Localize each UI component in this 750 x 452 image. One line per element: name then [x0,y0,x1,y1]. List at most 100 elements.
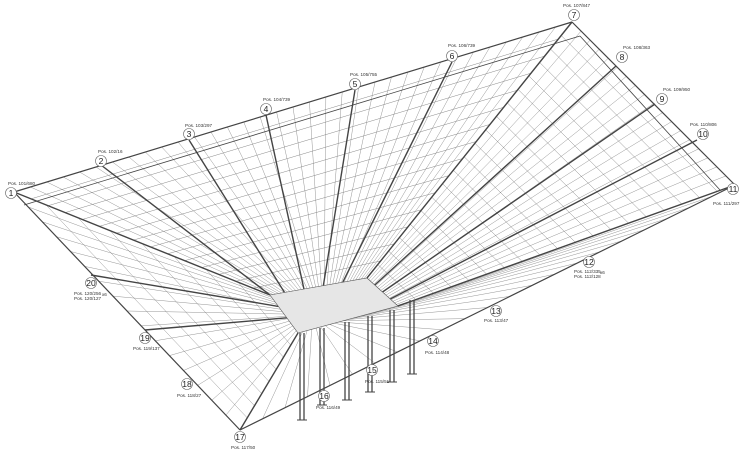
svg-text:Pos. 104/739: Pos. 104/739 [263,97,291,102]
main-beam [389,139,698,300]
svg-text:20: 20 [86,278,96,288]
purlin [352,46,491,281]
purlin [309,101,322,287]
purlin [332,81,376,285]
purlin [307,329,312,397]
svg-text:10: 10 [698,129,708,139]
purlin [375,67,618,286]
rafter-line [205,269,284,358]
rafter-line [167,175,450,255]
purlin [391,148,699,300]
main-beam [188,139,286,293]
main-beam [239,332,299,431]
rafter-line [150,158,463,248]
rafter-line [485,129,594,237]
svg-text:4: 4 [264,104,269,114]
position-marker-5: 5 Pos. 105/755 [349,72,378,90]
main-beam [366,21,573,279]
purlin [394,166,717,304]
main-beam [322,89,356,286]
rafter-line [141,243,270,382]
svg-text:Pos. 107/847: Pos. 107/847 [563,3,591,8]
purlin [329,324,398,353]
svg-text:14: 14 [428,336,438,346]
purlin [370,251,601,314]
purlin [30,186,273,295]
rafter-line [184,192,436,261]
rafter-line [252,260,381,289]
purlin [341,66,425,283]
svg-text:5: 5 [353,79,358,89]
svg-text:x6: x6 [102,292,107,297]
rafter-line [528,75,665,211]
purlin [338,71,409,284]
roof-edge [13,21,573,193]
svg-text:Pos. 108/363: Pos. 108/363 [623,45,651,50]
position-marker-14: 14 Pos. 114/48 [425,335,450,355]
rafter-line [235,243,395,282]
main-beam [144,317,287,331]
svg-text:Pos. 118/27: Pos. 118/27 [177,393,202,398]
purlin [324,96,327,286]
position-marker-18: 18 Pos. 118/27 [177,378,202,398]
purlin [380,94,645,291]
svg-text:Pos. 116/49: Pos. 116/49 [316,405,341,410]
rafter-line [507,102,629,224]
rafter-line [133,141,477,241]
position-marker-16: 16 Pos. 116/49 [316,390,341,410]
position-marker-6: 6 Pos. 106/739 [446,43,476,62]
purlin [227,126,308,289]
purlin [315,328,331,386]
svg-text:9: 9 [660,94,665,104]
svg-text:6: 6 [450,51,455,61]
rafter-line [218,226,409,275]
purlin [361,273,556,317]
purlin [387,130,681,297]
purlin [352,296,511,319]
position-marker-7: 7 Pos. 107/847 [563,3,591,21]
rafter-line [517,89,647,218]
position-marker-13: 13 Pos. 113/47 [484,305,509,323]
svg-text:12: 12 [584,257,594,267]
purlin [177,141,299,291]
purlin [346,56,458,282]
purlin [343,318,466,321]
purlin [335,76,392,284]
purlin [338,321,443,330]
svg-text:1: 1 [9,188,14,198]
roof-edge [571,21,736,186]
purlin [378,85,636,290]
purlin [243,121,311,289]
main-beam [374,65,617,286]
svg-text:Pos. 117/50: Pos. 117/50 [231,445,256,450]
svg-text:17: 17 [235,432,245,442]
svg-text:Pos. 103/297: Pos. 103/297 [185,123,213,128]
purlin [372,49,600,283]
main-beam [265,114,305,290]
svg-text:13: 13 [491,306,501,316]
purlin [292,106,319,287]
position-marker-4: 4 Pos. 104/739 [260,97,291,115]
purlin [370,39,591,282]
purlin [349,51,474,282]
svg-text:Pos. 101/680: Pos. 101/680 [8,181,36,186]
main-beam [382,103,656,293]
rafter-line [173,256,277,370]
eave-line [23,35,581,206]
rafter-line [201,209,422,268]
purlin [259,116,313,288]
purlin [329,86,359,285]
rafter-line [48,55,545,206]
rafter-line [561,35,718,192]
position-marker-12: 12 Pos. 112/335 Pos. 112/128 x6 [574,256,605,279]
svg-text:8: 8 [620,52,625,62]
purlin [326,91,343,286]
svg-text:Pos. 109/950: Pos. 109/950 [663,87,691,92]
svg-text:11: 11 [729,184,738,194]
purlin [145,151,293,292]
svg-text:Pos. 111/297: Pos. 111/297 [713,201,740,206]
purlin [384,112,663,294]
purlin [363,26,556,279]
main-beam [90,274,279,308]
rafter-line [31,38,559,200]
